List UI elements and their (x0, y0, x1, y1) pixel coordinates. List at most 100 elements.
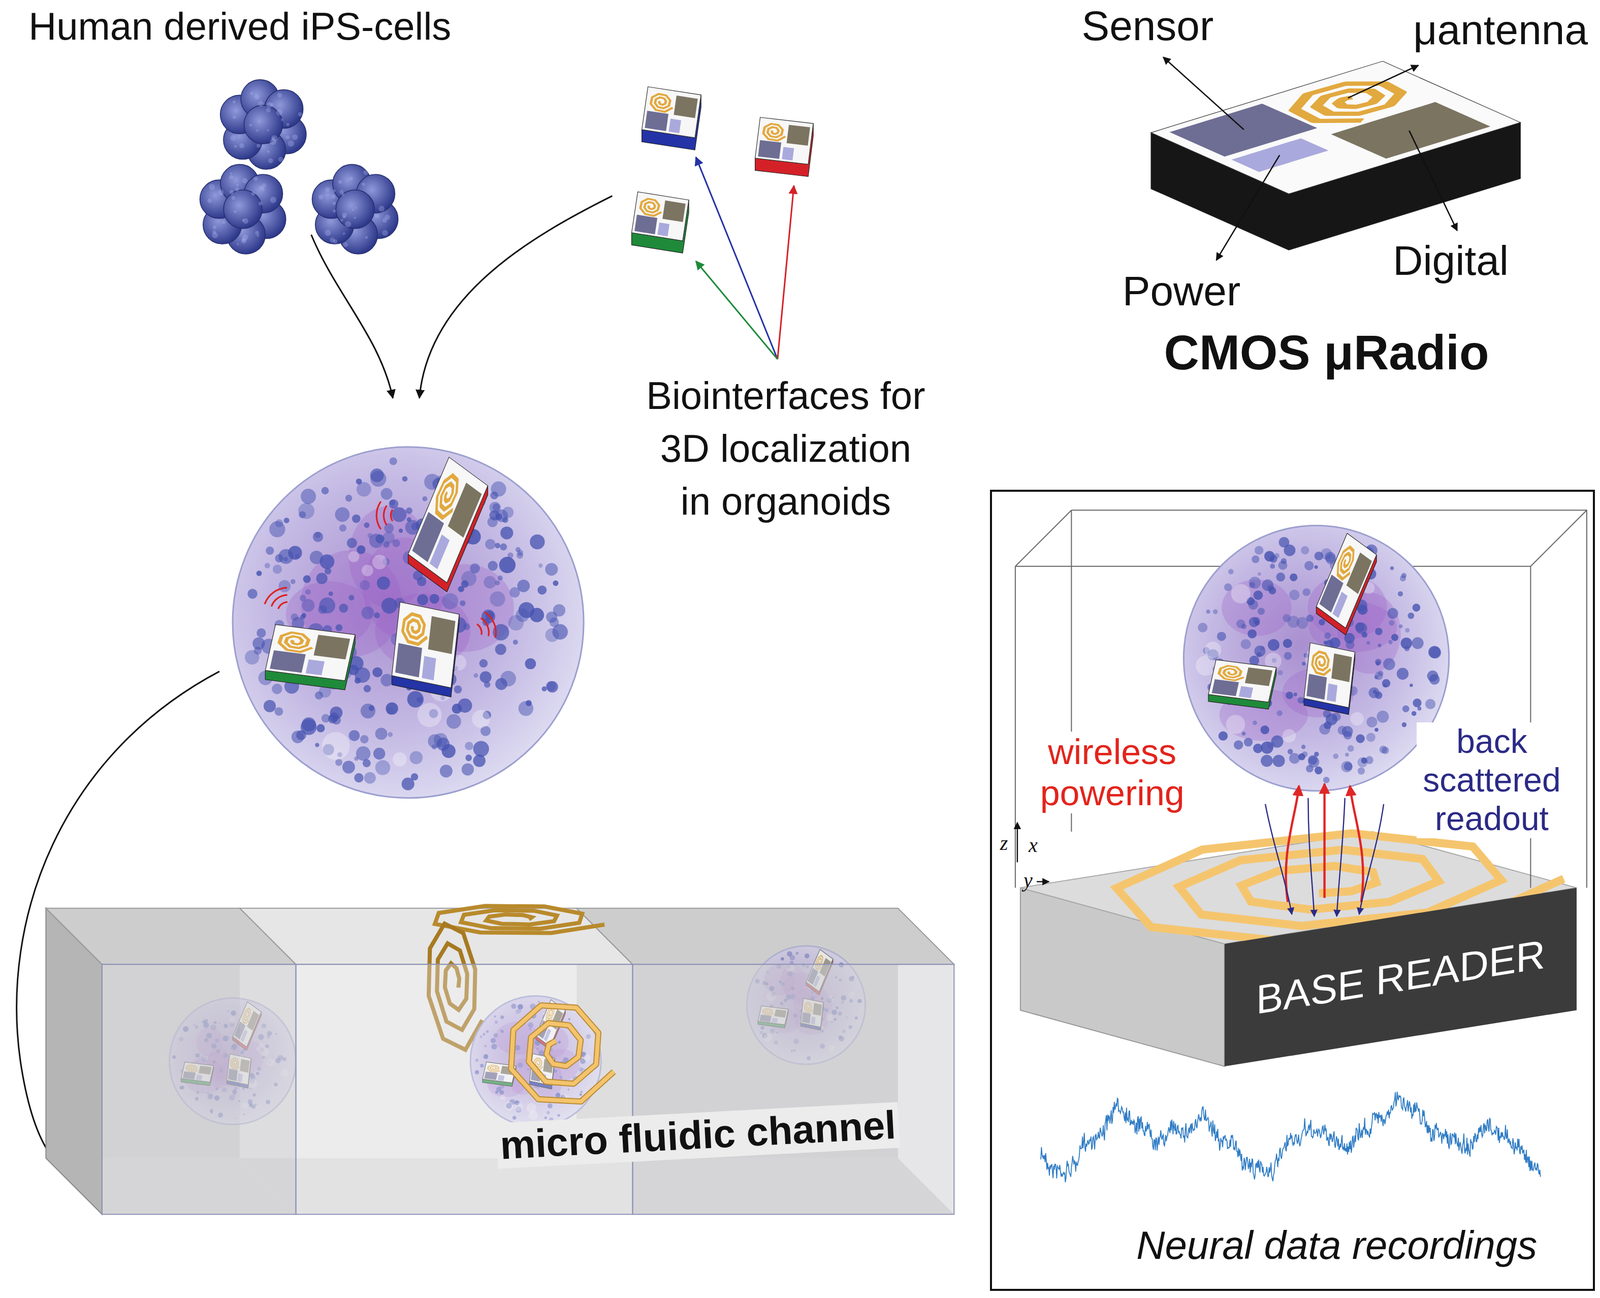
cell-texture (232, 115, 236, 119)
chip-face (269, 629, 350, 678)
organoid-cell (1409, 683, 1413, 687)
organoid-cell (1273, 553, 1279, 559)
reader-label: BASE READER (1256, 930, 1546, 1024)
leader-line (1348, 65, 1419, 99)
organoid-cell (370, 468, 384, 483)
organoid-cell (263, 699, 276, 713)
antenna-spiral (277, 631, 315, 654)
organoid-cell (1340, 760, 1353, 773)
cell-texture (340, 218, 343, 222)
organoid-cell (1284, 544, 1296, 557)
organoid-cell (1378, 643, 1382, 648)
chip-face (634, 196, 686, 239)
chip (755, 117, 814, 177)
organoid-cell (256, 628, 266, 638)
organoid-highlight (348, 551, 360, 563)
organoid-cell (314, 742, 319, 747)
organoid-cell (1324, 551, 1336, 563)
organoid-cell (363, 684, 372, 693)
organoid-cell (1345, 752, 1349, 757)
cell-texture (280, 118, 284, 121)
digital-block (673, 95, 698, 118)
organoid-cell (301, 717, 316, 732)
organoid-cell (1251, 555, 1260, 563)
cell-texture (208, 183, 215, 190)
digital-block (1330, 102, 1491, 159)
ips-cell (335, 189, 375, 229)
organoid-cell (290, 579, 296, 585)
cell-texture (266, 129, 269, 132)
organoid-cell (509, 587, 520, 598)
cell-texture (258, 120, 261, 123)
organoid-cell (1276, 710, 1283, 716)
organoid-cell (489, 501, 501, 514)
organoid-cell (367, 532, 373, 538)
organoid-cell (1390, 566, 1394, 570)
organoid-cell (461, 762, 474, 776)
organoid-cell (380, 674, 394, 687)
organoid-cell (1241, 731, 1246, 735)
organoid-cell (317, 604, 327, 614)
organoid-cell (406, 517, 412, 522)
organoid-cell (441, 744, 456, 758)
antenna-spiral (1334, 544, 1359, 582)
organoid-cell (1284, 651, 1293, 660)
cell-texture (269, 138, 276, 145)
organoid-cell (529, 608, 544, 623)
organoid-cell (1243, 737, 1253, 747)
organoid-cell (321, 714, 331, 723)
organoid-cell (1260, 741, 1273, 754)
chip (408, 457, 489, 592)
digital-block (428, 616, 456, 655)
organoid-cell (1277, 669, 1283, 676)
sensor-block (1211, 679, 1239, 696)
organoid-cell (1205, 609, 1210, 614)
organoid (232, 446, 584, 798)
organoid-cell (346, 537, 358, 549)
chip (642, 86, 702, 151)
cell-texture (249, 91, 253, 95)
cell-texture (241, 238, 247, 244)
organoid-cell (499, 556, 516, 573)
organoid-cell (1397, 591, 1403, 597)
antenna-spiral (1277, 76, 1425, 130)
organoid-highlight (471, 709, 490, 728)
readout-line (1307, 797, 1315, 917)
organoid-cell (1344, 761, 1353, 771)
cell-texture (354, 216, 357, 219)
organoid-cell (1383, 658, 1396, 671)
cell-texture (338, 179, 343, 184)
organoid-highlight (1204, 641, 1222, 659)
cell-texture (239, 143, 245, 149)
chip (1316, 533, 1378, 635)
organoid-highlight (322, 731, 350, 760)
organoid-cell (373, 612, 380, 619)
organoid-cell (1285, 691, 1294, 699)
organoid-body (232, 446, 584, 798)
organoid-cell (348, 729, 361, 742)
organoid-cell (1366, 716, 1378, 728)
cell-texture (256, 129, 259, 133)
digital-block (662, 200, 686, 222)
cell-texture (285, 135, 290, 140)
coil-spiral (510, 1005, 614, 1102)
organoid-cell (278, 580, 291, 593)
sensor-block (634, 214, 658, 235)
cell-texture (277, 92, 282, 98)
organoid-cell (422, 496, 428, 502)
cell-texture (236, 243, 239, 246)
digital-block (1244, 667, 1273, 687)
cell-texture (258, 201, 263, 206)
cell-texture (242, 177, 248, 184)
chip-top (631, 192, 690, 241)
organoid-cell (1314, 551, 1324, 561)
organoid-cell (495, 580, 501, 586)
organoid-cell (417, 594, 429, 606)
organoid-cell (312, 531, 324, 542)
axis-label: y (1023, 868, 1033, 892)
organoid-cell (1301, 744, 1306, 750)
organoid-cell (375, 759, 391, 775)
microfluidic-channel (45, 908, 954, 1215)
sensor-block (269, 650, 306, 673)
organoid-cell (335, 758, 343, 766)
